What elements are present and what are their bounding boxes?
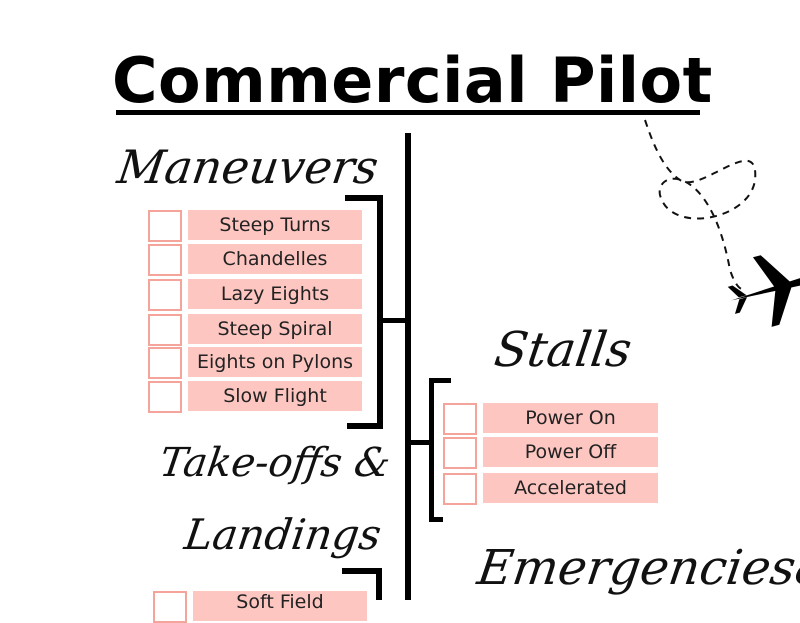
item-label-lazy-eights: Lazy Eights: [188, 279, 362, 309]
item-label-accelerated: Accelerated: [483, 473, 658, 503]
item-label-power-on: Power On: [483, 403, 658, 433]
item-label-soft-field: Soft Field: [193, 591, 367, 621]
emergencies-heading: Emergencies&: [474, 540, 800, 596]
maneuvers-bracket-top: [345, 195, 383, 201]
dashed-flight-path: [644, 119, 757, 291]
stalls-bracket-bottom: [429, 517, 443, 522]
item-label-steep-spiral: Steep Spiral: [188, 314, 362, 344]
checkbox-power-off[interactable]: [443, 437, 477, 469]
item-label-slow-flight: Slow Flight: [188, 381, 362, 411]
maneuvers-bracket-vertical: [377, 195, 383, 429]
stalls-heading: Stalls: [491, 322, 636, 378]
checkbox-lazy-eights[interactable]: [148, 279, 182, 311]
checkbox-steep-spiral[interactable]: [148, 314, 182, 346]
item-label-eights-on-pylons: Eights on Pylons: [188, 347, 362, 377]
item-label-steep-turns: Steep Turns: [188, 210, 362, 240]
checkbox-eights-on-pylons[interactable]: [148, 347, 182, 379]
item-label-power-off: Power Off: [483, 437, 658, 467]
flight-path-decoration: [644, 119, 800, 327]
checkbox-accelerated[interactable]: [443, 473, 477, 505]
title-underline: [116, 110, 700, 115]
checkbox-soft-field[interactable]: [153, 591, 187, 623]
checkbox-power-on[interactable]: [443, 403, 477, 435]
item-label-chandelles: Chandelles: [188, 244, 362, 274]
maneuvers-bracket-bottom: [347, 423, 383, 429]
stalls-bracket-top: [429, 378, 451, 383]
checkbox-slow-flight[interactable]: [148, 381, 182, 413]
checkbox-chandelles[interactable]: [148, 244, 182, 276]
maneuvers-heading: Maneuvers: [114, 140, 382, 194]
takeoffs-bracket-top: [342, 568, 382, 574]
maneuvers-connector: [377, 318, 407, 323]
central-spine-line: [405, 133, 411, 600]
takeoffs-heading-line1: Take-offs &: [156, 440, 394, 486]
takeoffs-heading-line2: Landings: [181, 510, 385, 559]
airplane-icon: [727, 255, 800, 327]
stalls-bracket-vertical: [429, 378, 434, 522]
checkbox-steep-turns[interactable]: [148, 210, 182, 242]
stalls-connector: [410, 440, 432, 445]
takeoffs-bracket-vertical: [376, 568, 382, 600]
page-title: Commercial Pilot: [112, 44, 713, 117]
